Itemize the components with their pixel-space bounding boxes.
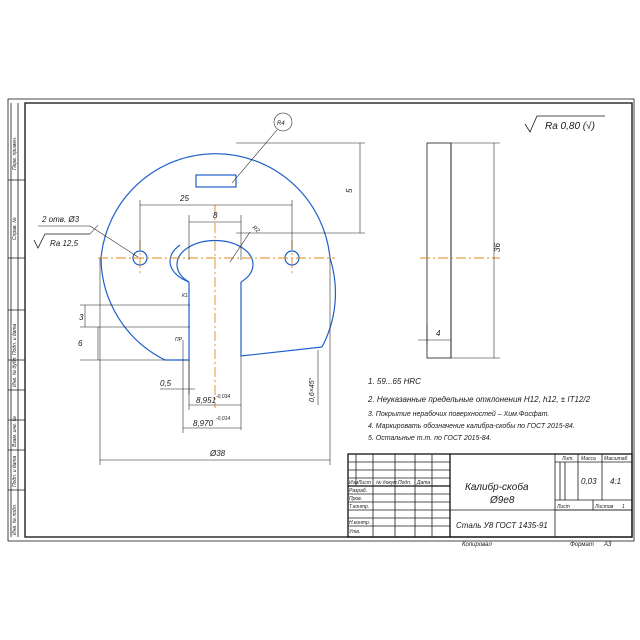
tb-mass: 0,03 [581,477,597,486]
radius-callout-bubble [273,112,293,132]
title-block: Изм Лист № докум. Подп. Дата Разраб. Про… [347,453,633,538]
dim-8-951-tol: -0,034 [216,394,230,400]
note-5: 5. Остальные т.т. по ГОСТ 2015-84. [368,435,492,442]
note-2: 2. Неуказанные предельные отклонения H12… [367,395,591,404]
tb-part-size: Ø9e8 [489,495,515,506]
tb-col-sign: Подп. [398,480,411,486]
tb-scale: 4:1 [610,477,621,486]
technical-notes: 1. 59...65 HRC 2. Неуказанные предельные… [367,377,591,442]
tb-role-approved: Утв. [349,529,360,535]
note-1: 1. 59...65 HRC [368,377,421,386]
stamp-sign-date-1: Подп. и дата [12,323,18,355]
tb-role-tcontrol: Т.контр. [349,504,369,510]
dim-chamfer: 0,6×45° [308,377,316,402]
holes-callout: 2 отв. Ø3 [41,215,80,224]
tb-col-change: Изм [349,480,359,486]
tb-col-mass: Масса [581,456,596,462]
tb-col-sheet: Лист [357,480,371,486]
tb-role-checked: Пров. [349,496,362,502]
dim-25: 25 [179,194,189,203]
dim-3: 3 [79,313,84,322]
bottom-strip: Копировал Формат A3 [462,542,612,548]
roughness-side-text: Ra 12,5 [50,239,79,248]
tb-material: Сталь У8 ГОСТ 1435-91 [456,521,548,530]
stamp-orig-inv: Инв. № подл. [12,504,18,535]
note-4: 4. Маркировать обозначение калибра-скобы… [368,422,575,430]
plan-view: 25 8 5 R4 R2 2 отв. Ø3 Ra 12,5 К1 ПР [33,112,365,465]
roughness-main-text: Ra 0,80 (√) [545,120,595,132]
dim-6: 6 [78,339,83,348]
dim-8-970-tol: -0,014 [216,416,230,422]
dim-36: 36 [493,243,502,252]
dim-diameter-38: Ø38 [209,449,226,458]
mark-k1: К1 [182,293,188,299]
dim-5: 5 [345,188,354,193]
tb-col-docno: № докум. [376,480,398,486]
drawing-frame [24,102,633,538]
format-value: A3 [603,542,612,548]
tb-part-name: Калибр-скоба [465,481,529,493]
format-label: Формат [570,542,594,548]
dim-4: 4 [436,329,441,338]
dim-small-radius: R2 [251,225,261,235]
tb-role-developed: Разраб. [349,488,367,494]
tb-sheets-label: Листов [594,504,614,510]
tb-col-lit: Лит. [561,456,574,462]
outer-sheet-border [7,98,635,542]
side-stamp-column: Перв. примен. Справ. № Подп. и дата Инв.… [8,103,25,537]
tb-role-ncontrol: Н.контр. [349,520,370,526]
dim-8: 8 [213,211,218,220]
tb-col-scale: Масштаб [604,456,628,462]
stamp-ref-no: Справ. № [12,217,18,240]
mark-pr: ПР [175,337,183,343]
roughness-general: Ra 0,80 (√) [524,115,605,133]
central-opening [176,239,254,283]
section-view: 36 4 [418,142,502,359]
radius-callout-text: R4 [277,121,285,127]
stamp-first-use: Перв. примен. [12,137,18,170]
note-3: 3. Покрытие нерабочих поверхностей – Хим… [368,410,549,418]
tb-col-date: Дата [416,480,430,486]
stamp-dup-inv: Инв. № дубл. [12,356,18,387]
dim-0-5: 0,5 [160,379,172,388]
marking-field [195,174,237,188]
dim-8-970: 8,970 [193,419,214,428]
dim-8-951: 8,951 [196,396,216,405]
tb-sheets-count: 1 [622,504,625,510]
copied-label: Копировал [462,542,492,548]
tb-sheet-label: Лист [556,504,570,510]
stamp-replace-inv: Взам. инв. № [12,415,18,447]
outer-contour-arc [100,153,337,348]
stamp-sign-date-2: Подп. и дата [12,455,18,487]
section-outline [426,142,452,359]
